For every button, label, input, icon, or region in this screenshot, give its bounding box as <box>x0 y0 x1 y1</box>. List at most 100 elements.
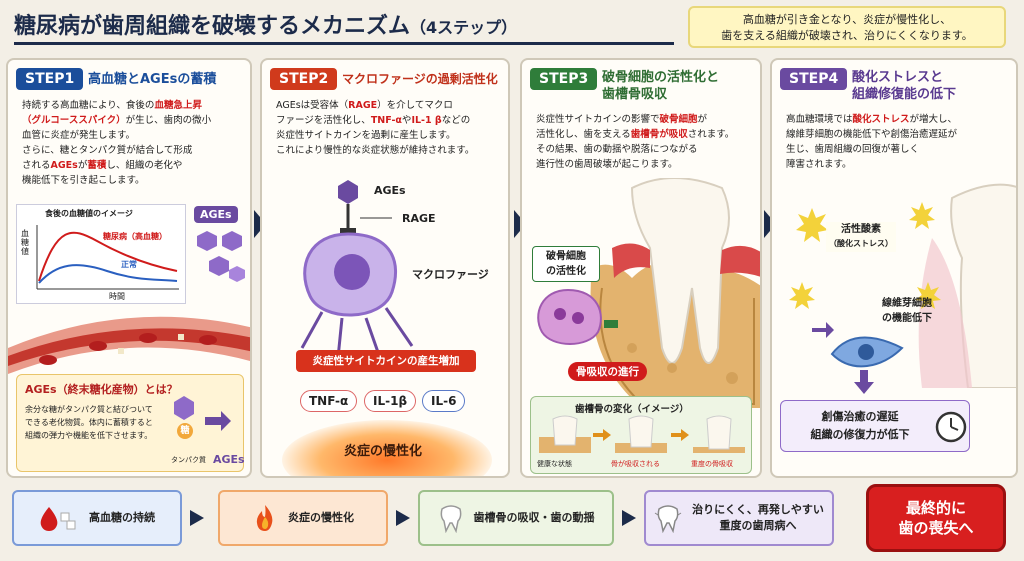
osteoclast-cell-icon <box>537 288 618 345</box>
fibro-label-line1: 線維芽細胞 <box>882 298 932 309</box>
cytokine-pill-tnf: TNF-α <box>300 390 358 412</box>
cytokine-pill-il6: IL-6 <box>422 390 466 412</box>
step1-line5-end: し、組織の老化や <box>106 160 183 171</box>
final-outcome-box: 最終的に 歯の喪失へ <box>866 484 1006 552</box>
ages-tag: AGEs <box>194 206 238 223</box>
ros-label-line2: （酸化ストレス） <box>829 239 893 248</box>
step3-title-line1: 破骨細胞の活性化と <box>602 70 720 85</box>
bone-stage-severe: 重度の骨吸収 <box>691 460 733 468</box>
info-sugar-icon: 糖 <box>177 423 193 439</box>
fibro-label-line2: の機能低下 <box>882 313 932 324</box>
step2-title: マクロファージの過剰活性化 <box>342 72 498 86</box>
step3-red-osteo: 破骨細胞 <box>659 114 698 125</box>
step2-line2-mid: や <box>401 115 412 126</box>
step1-red-accum: 蓄積 <box>87 160 107 171</box>
oxidative-stress-illustration <box>789 183 1016 388</box>
step2-line2-end: などの <box>441 115 471 126</box>
blood-drop-sugar-icon <box>40 507 76 531</box>
step2-red-rage: RAGE <box>348 100 378 111</box>
step1-line4: さらに、糖とタンパク質が結合して形成 <box>22 145 193 156</box>
label-ages: AGEs <box>374 184 406 197</box>
step1-text: 持続する高血糖により、食後の血糖急上昇 （グルコーススパイク）が生じ、歯肉の微小… <box>22 98 244 188</box>
step2-line4: これにより慢性的な炎症状態が維持されます。 <box>276 145 475 156</box>
step4-title-line2: 組織修復能の低下 <box>852 87 957 102</box>
flow-box-2: 炎症の慢性化 <box>218 490 388 546</box>
graph-label-high: 糖尿病（高血糖） <box>103 232 167 241</box>
step3-line3: その結果、歯の動揺や脱落につながる <box>536 144 698 155</box>
final-line1: 最終的に <box>905 499 966 517</box>
step2-line2: ファージを活性化し、 <box>276 115 371 126</box>
ros-label-line1: 活性酸素 <box>841 224 881 235</box>
ages-info-box: AGEs（終末糖化産物）とは？ 余分な糖がタンパク質と結びついて できる老化物質… <box>16 374 245 472</box>
cytokine-pill-il1: IL-1β <box>364 390 417 412</box>
page-title: 糖尿病が歯周組織を破壊するメカニズム（4ステップ） <box>14 14 518 39</box>
graph-xlabel: 時間 <box>109 292 125 301</box>
label-rage: RAGE <box>402 212 436 225</box>
flow-box-1: 高血糖の持続 <box>12 490 182 546</box>
info-text: 余分な糖がタンパク質と結びついて できる老化物質。体内に蓄積すると 組織の弾力や… <box>25 403 153 442</box>
blood-vessel-illustration <box>8 316 250 374</box>
step3-badge: STEP3 <box>530 68 598 90</box>
title-underline <box>14 42 674 45</box>
step2-panel: STEP2 マクロファージの過剰活性化 AGEsは受容体（RAGE）を介してマク… <box>260 58 510 478</box>
step3-line2-end: されます。 <box>687 129 735 140</box>
fibroblast-label: 線維芽細胞 の機能低下 <box>882 296 932 326</box>
info-line-2: できる老化物質。体内に蓄積すると <box>25 418 153 427</box>
flow-box-4: 治りにくく、再発しやすい 重度の歯周病へ <box>644 490 834 546</box>
bone-change-title: 歯槽骨の変化（イメージ） <box>575 404 689 415</box>
step2-badge: STEP2 <box>270 68 338 90</box>
fire-icon <box>256 505 273 531</box>
step4-badge: STEP4 <box>780 68 848 90</box>
inflammation-glow <box>282 420 492 476</box>
step4-line2: 線維芽細胞の機能低下や創傷治癒遅延が <box>786 129 958 140</box>
ros-label: 活性酸素 （酸化ストレス） <box>826 222 896 252</box>
step3-panel: STEP3 破骨細胞の活性化と 歯槽骨吸収 炎症性サイトカインの影響で破骨細胞が… <box>520 58 762 478</box>
graph-title: 食後の血糖値のイメージ <box>45 209 133 218</box>
info-arrow-icon <box>205 411 231 431</box>
delay-line2: 組織の修復力が低下 <box>810 428 910 441</box>
step1-red-ages: AGEs <box>50 160 78 171</box>
step1-title: 高血糖とAGEsの蓄積 <box>88 72 217 87</box>
step3-title-line2: 歯槽骨吸収 <box>602 87 668 102</box>
summary-line-2: 歯を支える組織が破壊され、治りにくくなります。 <box>721 29 973 42</box>
resorption-label: 骨吸収の進行 <box>568 362 647 381</box>
flow-arrow-3 <box>622 510 636 526</box>
step1-line2-end: が生じ、歯肉の微小 <box>125 115 212 126</box>
info-protein-label: タンパク質 <box>171 456 206 464</box>
bone-stage-resorbed: 骨が吸収される <box>611 460 660 468</box>
bone-stage-healthy: 健康な状態 <box>537 460 572 468</box>
step3-line1: 炎症性サイトカインの影響で <box>536 114 660 125</box>
clock-icon <box>935 411 967 443</box>
step4-line1: 高血糖環境では <box>786 114 853 125</box>
graph-lines <box>36 225 179 290</box>
info-ages-label: AGEs <box>213 453 245 466</box>
step4-text: 高血糖環境では酸化ストレスが増大し、 線維芽細胞の機能低下や創傷治癒遅延が 生じ… <box>786 112 1016 172</box>
step4-line1-end: が増大し、 <box>909 114 958 125</box>
flow-box-2-label: 炎症の慢性化 <box>288 511 354 524</box>
ages-molecules-icon <box>197 231 245 282</box>
step1-badge: STEP1 <box>16 68 84 90</box>
step4-panel: STEP4 酸化ストレスと 組織修復能の低下 高血糖環境では酸化ストレスが増大し… <box>770 58 1018 478</box>
step2-line1: AGEsは受容体（ <box>276 100 349 111</box>
summary-box: 高血糖が引き金となり、炎症が慢性化し、 歯を支える組織が破壊され、治りにくくなり… <box>688 6 1006 48</box>
step1-line3: 血管に炎症が発生します。 <box>22 130 136 141</box>
step3-line4: 進行性の歯周破壊が起こります。 <box>536 159 678 170</box>
flow-arrow-2 <box>396 510 410 526</box>
flow-box-1-label: 高血糖の持続 <box>89 511 155 524</box>
down-arrow-icon <box>854 370 874 394</box>
step3-text: 炎症性サイトカインの影響で破骨細胞が 活性化し、歯を支える歯槽骨が吸収されます。… <box>536 112 760 172</box>
damaged-tooth-icon <box>654 505 682 533</box>
step3-title: 破骨細胞の活性化と 歯槽骨吸収 <box>602 69 719 103</box>
tooth-icon <box>440 505 461 533</box>
step4-title: 酸化ストレスと 組織修復能の低下 <box>852 69 956 103</box>
cytokine-banner: 炎症性サイトカインの産生増加 <box>296 350 476 372</box>
flow-box-4-line2: 重度の歯周病へ <box>719 519 797 532</box>
flow-box-4-line1: 治りにくく、再発しやすい <box>692 503 824 516</box>
bone-change-box: 歯槽骨の変化（イメージ） 健康な状態 骨が吸収される 重度の骨吸収 <box>530 396 752 474</box>
glucose-graph: 食後の血糖値のイメージ 血糖値 時間 糖尿病（高血糖） 正常 <box>16 204 186 304</box>
step2-red-il1: IL-1 β <box>411 115 442 126</box>
step3-red-bone: 歯槽骨が吸収 <box>630 129 688 140</box>
delay-line1: 創傷治癒の遅延 <box>821 410 899 423</box>
graph-label-normal: 正常 <box>121 260 137 269</box>
flow-arrow-1 <box>190 510 204 526</box>
